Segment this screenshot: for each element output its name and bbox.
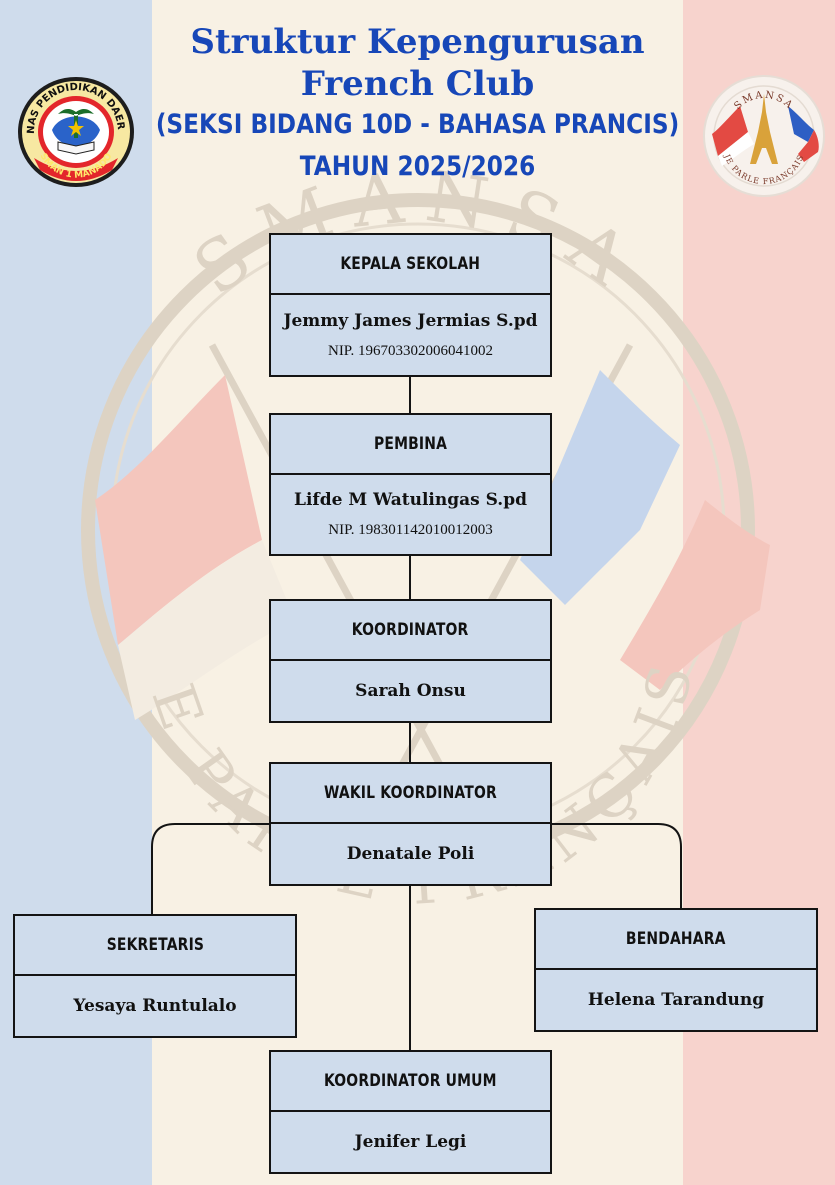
person-name: Helena Tarandung (587, 990, 765, 1010)
title-line-2: French Club (300, 64, 535, 104)
book-icon (57, 141, 95, 155)
person-name: Jemmy James Jermias S.pd (283, 310, 538, 331)
club-logo-flag-red (712, 106, 748, 156)
club-logo-flag-blue (788, 106, 814, 142)
node-bendahara: BENDAHARA Helena Tarandung (534, 908, 818, 1032)
person-name: Yesaya Runtulalo (73, 996, 237, 1016)
club-logo: SMANSA JE PARLE FRANÇAIS (703, 75, 825, 197)
person-name: Lifde M Watulingas S.pd (294, 490, 527, 510)
role-label: BENDAHARA (626, 929, 726, 949)
club-logo-flag-white (718, 132, 754, 166)
role-label: SEKRETARIS (106, 935, 204, 955)
school-logo: DINAS PENDIDIKAN DAERAH SMAN 1 MANADO (12, 72, 134, 187)
person-name: Sarah Onsu (355, 681, 466, 701)
role-label: KOORDINATOR (352, 620, 469, 640)
node-koordinator-umum: KOORDINATOR UMUM Jenifer Legi (269, 1050, 552, 1174)
star-icon (68, 120, 84, 136)
person-nip: NIP. 196703302006041002 (327, 342, 493, 359)
node-koordinator: KOORDINATOR Sarah Onsu (269, 599, 552, 723)
node-pembina: PEMBINA Lifde M Watulingas S.pd NIP. 198… (269, 413, 552, 556)
role-label: PEMBINA (373, 434, 448, 454)
watermark-flag-red (95, 375, 262, 645)
person-name: Denatale Poli (346, 844, 475, 864)
node-sekretaris: SEKRETARIS Yesaya Runtulalo (13, 914, 297, 1038)
watermark-flag-pink (620, 500, 770, 690)
connector-branch-right (551, 823, 682, 909)
role-label: KEPALA SEKOLAH (340, 254, 481, 274)
club-logo-flag-pink (798, 130, 819, 162)
subtitle-line: (SEKSI BIDANG 10D - BAHASA PRANCIS) (155, 109, 680, 140)
role-label: WAKIL KOORDINATOR (324, 783, 497, 803)
node-wakil-koordinator: WAKIL KOORDINATOR Denatale Poli (269, 762, 552, 886)
eiffel-tower-icon (750, 94, 778, 164)
year-line: TAHUN 2025/2026 (299, 151, 536, 182)
watermark-flag-blue (520, 370, 680, 605)
node-kepala-sekolah: KEPALA SEKOLAH Jemmy James Jermias S.pd … (269, 233, 552, 377)
person-nip: NIP. 198301142010012003 (328, 522, 493, 538)
title-line-1: Struktur Kepengurusan (190, 22, 645, 62)
connector-branch-left (151, 823, 270, 915)
watermark-flag-white (118, 540, 295, 720)
person-name: Jenifer Legi (354, 1132, 467, 1152)
role-label: KOORDINATOR UMUM (324, 1071, 497, 1091)
